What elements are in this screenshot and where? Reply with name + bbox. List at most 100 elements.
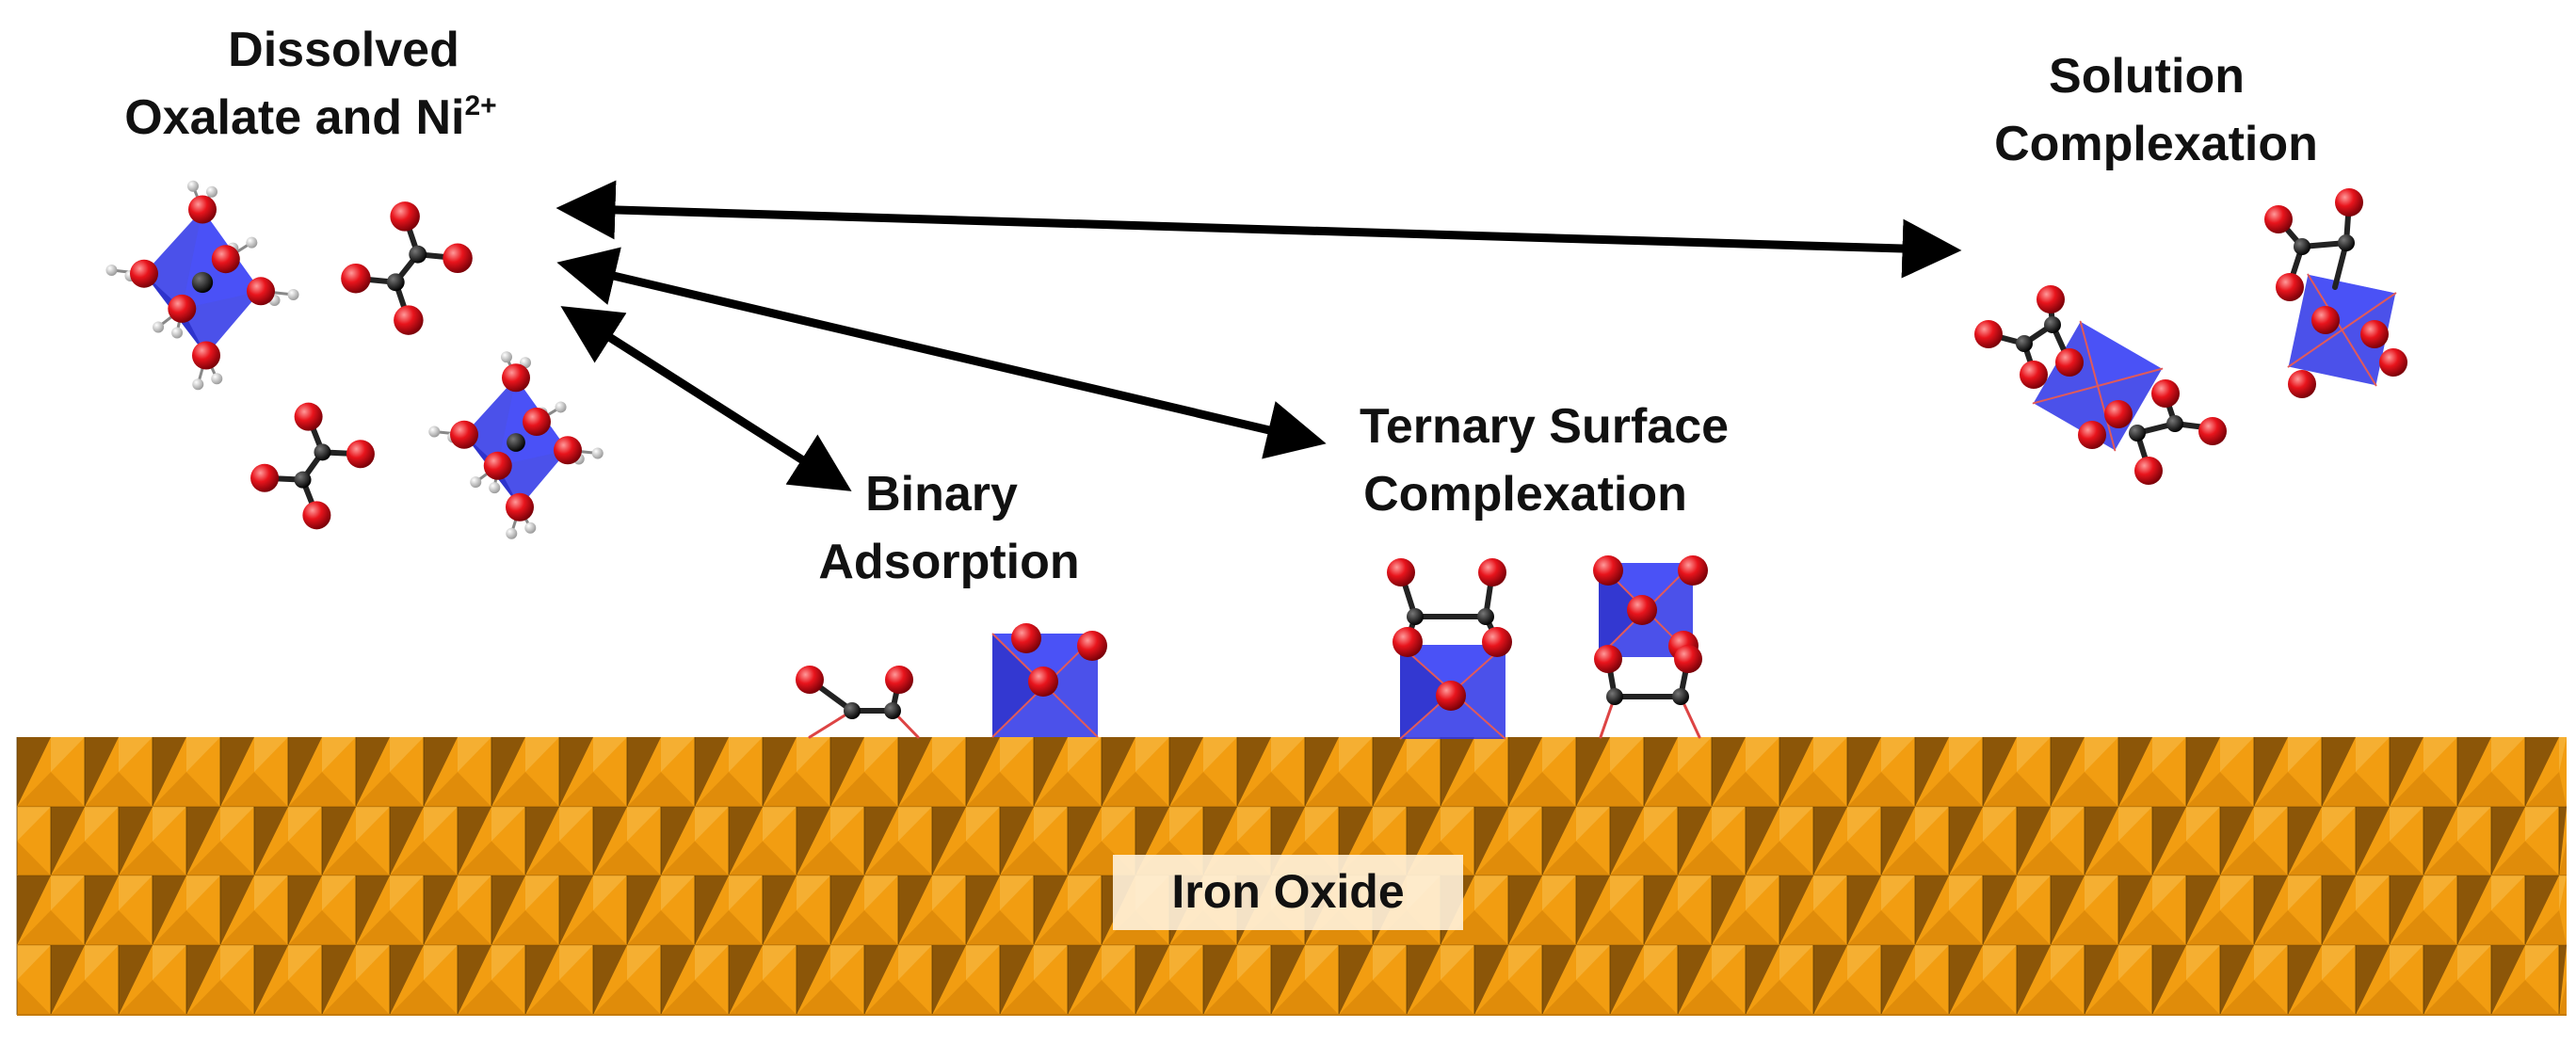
c-atom — [2044, 316, 2061, 333]
fe-octahedron-shadow — [220, 737, 254, 807]
fe-octahedron-face — [2525, 772, 2567, 807]
fe-octahedron-shadow — [1542, 807, 1576, 875]
fe-octahedron-shadow — [2356, 945, 2390, 1015]
fe-octahedron-face — [966, 807, 1000, 842]
fe-octahedron-face — [356, 945, 390, 980]
fe-octahedron-face — [593, 841, 661, 875]
fe-octahedron-shadow — [2152, 807, 2186, 875]
fe-octahedron-shadow — [2423, 945, 2457, 1015]
fe-octahedron-face — [2457, 772, 2525, 807]
h-atom — [287, 288, 299, 300]
o-atom — [1593, 555, 1623, 586]
fe-octahedron-shadow — [2322, 875, 2356, 945]
fe-octahedron-face — [1983, 910, 2051, 945]
fe-octahedron-shadow — [1576, 737, 1610, 807]
ternary-label-line2: Complexation — [1363, 467, 1687, 522]
o-atom — [1011, 623, 1041, 653]
fe-octahedron-face — [1712, 945, 1746, 980]
fe-octahedron-face — [898, 910, 966, 945]
fe-octahedron-face — [797, 980, 864, 1015]
fe-octahedron-face — [661, 737, 695, 772]
o-atom — [1387, 558, 1415, 586]
fe-octahedron-face — [424, 945, 458, 980]
h-atom — [246, 236, 258, 249]
o-atom — [554, 436, 582, 465]
fe-octahedron-shadow — [491, 737, 525, 807]
fe-octahedron-shadow — [2559, 945, 2567, 1015]
fe-octahedron-face — [1407, 980, 1474, 1015]
fe-octahedron-face — [1779, 910, 1847, 945]
fe-octahedron-face — [2491, 841, 2559, 875]
o-atom — [2360, 320, 2389, 348]
h-atom — [506, 527, 518, 539]
fe-octahedron-shadow — [1678, 807, 1712, 875]
fe-octahedron-face — [1305, 772, 1373, 807]
fe-octahedron-face — [1949, 980, 2017, 1015]
fe-octahedron-shadow — [2491, 945, 2525, 1015]
fe-octahedron-face — [1508, 910, 1576, 945]
fe-octahedron-face — [1678, 875, 1712, 910]
fe-octahedron-face — [1102, 945, 1135, 980]
o-atom — [2198, 417, 2227, 445]
fe-octahedron-face — [763, 772, 830, 807]
fe-octahedron-face — [559, 910, 627, 945]
fe-octahedron-face — [2491, 737, 2525, 772]
fe-octahedron-shadow — [1644, 737, 1678, 807]
ni-octahedron-group — [1593, 555, 1708, 661]
c-atom — [1407, 608, 1424, 625]
c-atom — [1672, 688, 1689, 705]
fe-octahedron-shadow — [695, 875, 729, 945]
fe-octahedron-face — [1237, 807, 1271, 842]
fe-octahedron-shadow — [1034, 875, 1068, 945]
fe-octahedron-shadow — [1542, 945, 1576, 1015]
ni-octahedron-face — [992, 634, 1045, 737]
fe-octahedron-face — [254, 980, 322, 1015]
fe-octahedron-shadow — [2186, 875, 2220, 945]
fe-octahedron-shadow — [1407, 945, 1441, 1015]
fe-octahedron-face — [932, 737, 966, 772]
fe-octahedron-shadow — [1847, 737, 1881, 807]
fe-octahedron-face — [1034, 772, 1102, 807]
fe-octahedron-shadow — [2390, 737, 2423, 807]
fe-octahedron-face — [1644, 772, 1712, 807]
fe-octahedron-face — [153, 945, 186, 980]
fe-octahedron-face — [898, 772, 966, 807]
fe-octahedron-face — [220, 910, 288, 945]
fe-octahedron-shadow — [1203, 945, 1237, 1015]
fe-octahedron-face — [1576, 772, 1644, 807]
fe-octahedron-face — [1305, 945, 1339, 980]
fe-octahedron-face — [966, 945, 1000, 980]
fe-octahedron-shadow — [119, 945, 153, 1015]
fe-octahedron-shadow — [2288, 945, 2322, 1015]
fe-octahedron-shadow — [1881, 807, 1915, 875]
fe-octahedron-face — [864, 980, 932, 1015]
o-atom — [2276, 273, 2304, 301]
fe-octahedron-shadow — [1712, 737, 1746, 807]
fe-octahedron-face — [1915, 910, 1983, 945]
fe-octahedron-shadow — [2220, 945, 2254, 1015]
fe-octahedron-shadow — [220, 875, 254, 945]
o-atom — [1594, 645, 1622, 673]
h-atom — [105, 265, 118, 277]
fe-octahedron-face — [2017, 841, 2085, 875]
ternary-label-line1: Ternary Surface — [1360, 399, 1729, 454]
fe-octahedron-shadow — [898, 737, 932, 807]
fe-octahedron-shadow — [2559, 807, 2567, 875]
fe-octahedron-face — [2186, 910, 2254, 945]
fe-octahedron-face — [119, 737, 153, 772]
fe-octahedron-face — [17, 772, 85, 807]
ni-octahedron-face — [2080, 321, 2163, 386]
fe-octahedron-face — [797, 875, 830, 910]
fe-octahedron-shadow — [1746, 807, 1779, 875]
fe-octahedron-face — [1847, 910, 1915, 945]
fe-octahedron-face — [2423, 841, 2491, 875]
fe-octahedron-face — [186, 737, 220, 772]
fe-octahedron-face — [1508, 945, 1542, 980]
fe-octahedron-face — [2559, 980, 2567, 1015]
fe-octahedron-face — [356, 807, 390, 842]
fe-octahedron-shadow — [322, 945, 356, 1015]
fe-octahedron-face — [186, 841, 254, 875]
fe-octahedron-face — [1644, 945, 1678, 980]
fe-octahedron-face — [1000, 841, 1068, 875]
fe-octahedron-face — [1542, 875, 1576, 910]
